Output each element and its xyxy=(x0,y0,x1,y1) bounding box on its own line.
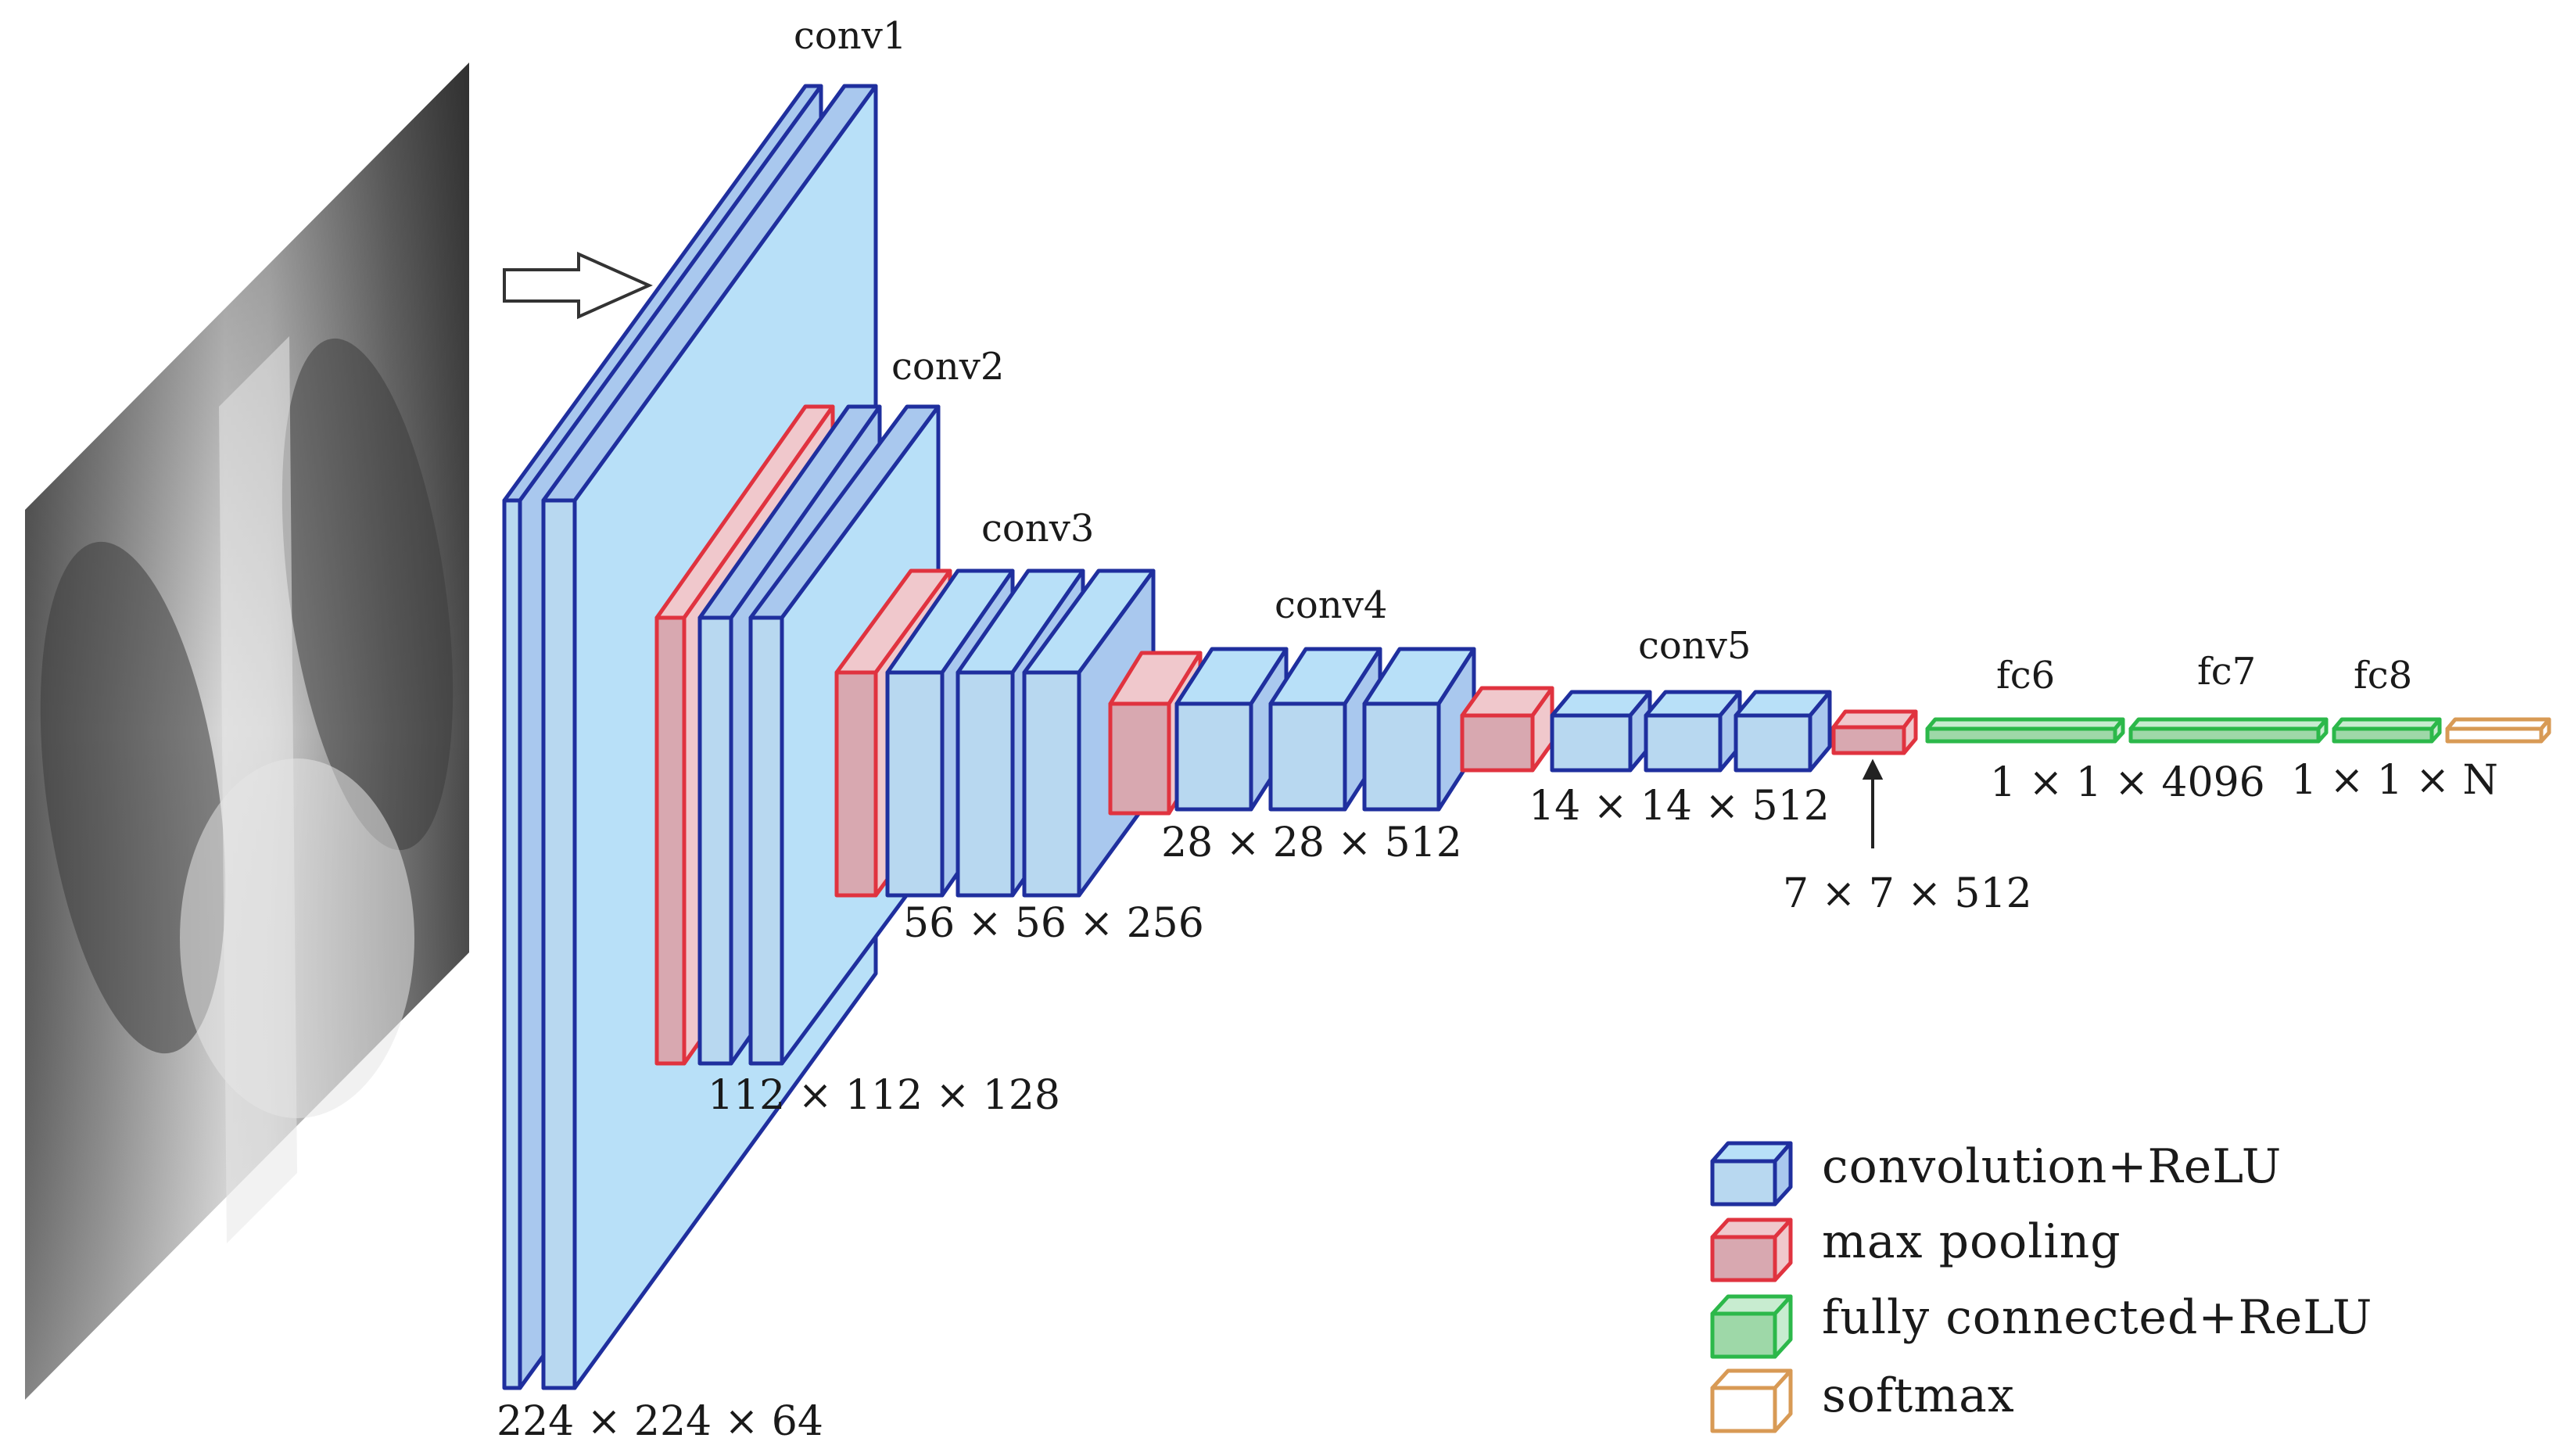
legend-pool-swatch xyxy=(1710,1218,1793,1282)
fc-blocks xyxy=(1925,717,2442,744)
conv4-block xyxy=(1108,647,1476,816)
legend-fc-swatch xyxy=(1710,1294,1793,1359)
dims-out-label: 1 × 1 × N xyxy=(2291,757,2498,804)
conv3-block xyxy=(834,568,1156,898)
dims-56-label: 56 × 56 × 256 xyxy=(903,900,1204,947)
legend-softmax-label: softmax xyxy=(1822,1368,2015,1423)
conv2-label: conv2 xyxy=(891,345,1004,389)
fc6-bar xyxy=(1925,717,2125,744)
fc7-label: fc7 xyxy=(2197,650,2256,694)
legend-pool-label: max pooling xyxy=(1822,1214,2121,1269)
conv5-label: conv5 xyxy=(1638,624,1751,668)
legend-conv-swatch xyxy=(1710,1141,1793,1207)
conv1-label: conv1 xyxy=(794,14,906,58)
fc8-bar xyxy=(2332,717,2442,744)
softmax-bar xyxy=(2445,717,2551,744)
legend: convolution+ReLU max pooling fully conne… xyxy=(1710,1139,2372,1433)
dims-224-label: 224 × 224 × 64 xyxy=(497,1398,823,1445)
dims-28-label: 28 × 28 × 512 xyxy=(1161,819,1462,866)
pointer-arrow-icon xyxy=(1862,758,1884,848)
dims-112-label: 112 × 112 × 128 xyxy=(708,1072,1060,1119)
dims-fc-label: 1 × 1 × 4096 xyxy=(1990,759,2265,806)
legend-softmax-swatch xyxy=(1710,1368,1793,1433)
dims-7-label: 7 × 7 × 512 xyxy=(1783,870,2032,917)
conv4-label: conv4 xyxy=(1275,583,1387,627)
input-arrow-icon xyxy=(503,251,653,320)
pool5-block xyxy=(1831,709,1918,755)
fc7-bar xyxy=(2128,717,2329,744)
conv3-label: conv3 xyxy=(981,507,1094,550)
legend-fc-label: fully connected+ReLU xyxy=(1822,1290,2372,1345)
conv5-block xyxy=(1460,686,1832,773)
fc6-label: fc6 xyxy=(1996,654,2055,698)
chest-xray-image xyxy=(25,63,469,1400)
dims-14-label: 14 × 14 × 512 xyxy=(1529,783,1830,830)
legend-conv-label: convolution+ReLU xyxy=(1822,1139,2282,1194)
fc8-label: fc8 xyxy=(2354,654,2412,698)
